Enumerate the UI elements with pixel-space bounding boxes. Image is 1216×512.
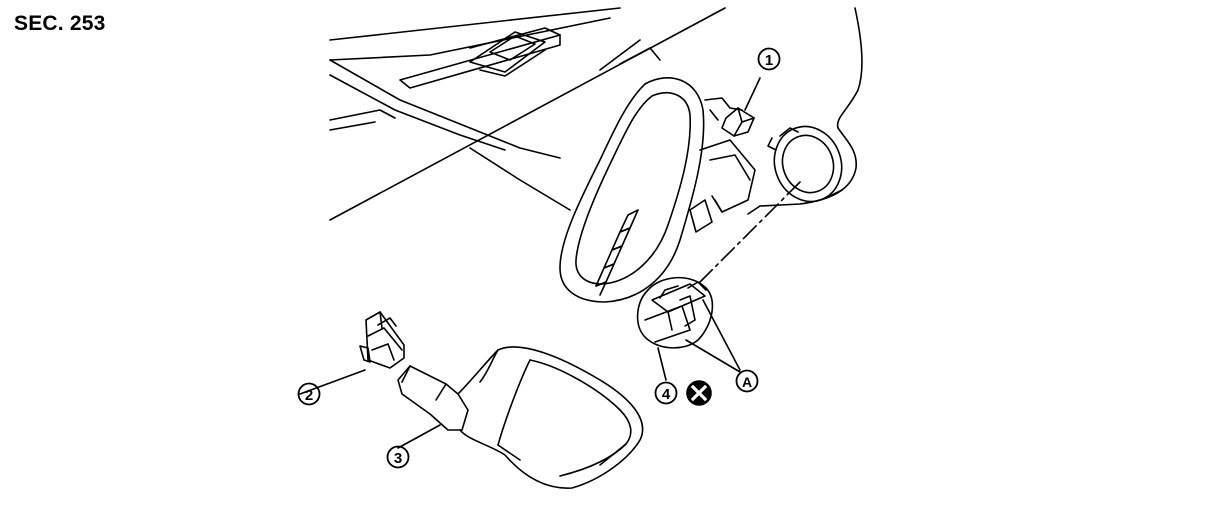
mirror-stay-bracket	[359, 311, 405, 369]
callout-3: 3	[386, 445, 410, 469]
harness-connector	[721, 77, 761, 137]
callout-a-label: A	[742, 374, 752, 390]
mirror-cover-clip	[636, 276, 714, 349]
callout-a: A	[735, 369, 759, 393]
inside-mirror-assembly	[397, 346, 644, 489]
callout-4-label: 4	[662, 386, 671, 403]
section-label: SEC. 253	[14, 12, 106, 35]
callout-3-label: 3	[394, 450, 402, 467]
mirror-base-mount	[767, 125, 843, 203]
callout-4: 4	[654, 381, 678, 405]
alignment-line	[699, 181, 801, 283]
windshield-header	[329, 7, 726, 221]
callout-2-label: 2	[305, 387, 313, 404]
callout-2: 2	[297, 382, 321, 406]
leader-lines	[299, 299, 741, 449]
callout-1: 1	[757, 47, 781, 71]
headliner-panel	[747, 7, 863, 215]
callout-1-label: 1	[765, 52, 773, 69]
inside-mirror-body	[559, 76, 756, 303]
x-circle-icon	[686, 380, 712, 406]
